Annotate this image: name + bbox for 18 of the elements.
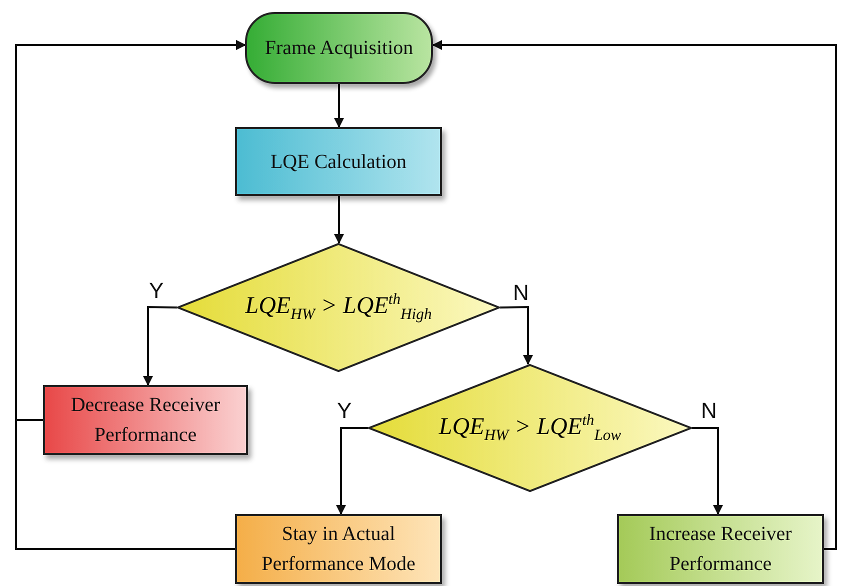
arrow: [692, 427, 723, 515]
arrow: [432, 40, 837, 550]
start-terminal: [245, 12, 433, 84]
process-box: [43, 385, 248, 455]
arrow: [15, 40, 246, 550]
node-text: Increase Receiver Performance: [648, 522, 793, 577]
arrow: [336, 427, 368, 515]
arrow: [334, 84, 344, 128]
node-text: LQE Calculation: [269, 150, 408, 174]
arrow: [334, 196, 344, 244]
node-text: Decrease Receiver Performance: [70, 393, 222, 448]
process-box: [235, 127, 442, 196]
process-box: [235, 514, 442, 584]
node-text: Stay in Actual Performance Mode: [260, 522, 416, 577]
node-text: Frame Acquisition: [264, 36, 414, 61]
arrow: [143, 306, 178, 386]
process-box: [617, 514, 824, 584]
arrow: [500, 306, 533, 365]
